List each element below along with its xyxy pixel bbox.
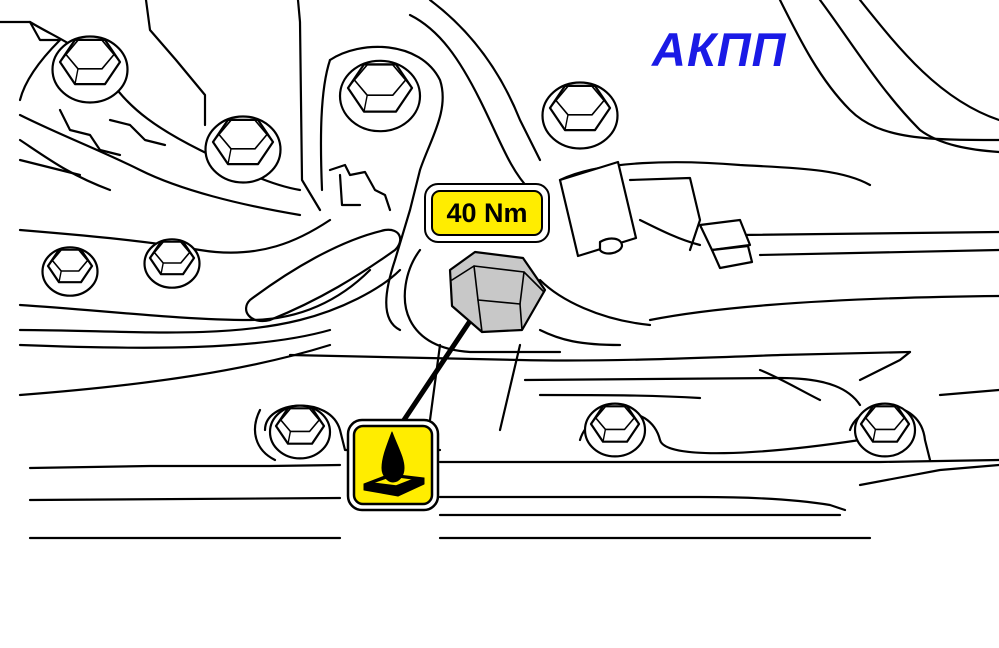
hex-bolt — [268, 404, 332, 460]
hex-bolt — [583, 402, 647, 458]
hex-bolt — [143, 238, 201, 289]
hex-bolt — [41, 246, 99, 297]
hex-bolt — [541, 81, 619, 150]
oil-drop-icon — [346, 418, 440, 512]
hex-bolt — [853, 402, 917, 458]
diagram-title: АКПП — [652, 23, 787, 76]
hex-bolt — [338, 59, 422, 133]
housing-outline — [0, 0, 999, 540]
hex-bolt — [204, 115, 282, 184]
torque-callout: 40 Nm — [424, 183, 550, 243]
housing-bolts — [41, 35, 917, 460]
sensor-connector — [558, 160, 754, 270]
hex-bolt — [51, 35, 129, 104]
torque-value: 40 Nm — [431, 190, 543, 236]
drain-plug — [448, 250, 547, 334]
